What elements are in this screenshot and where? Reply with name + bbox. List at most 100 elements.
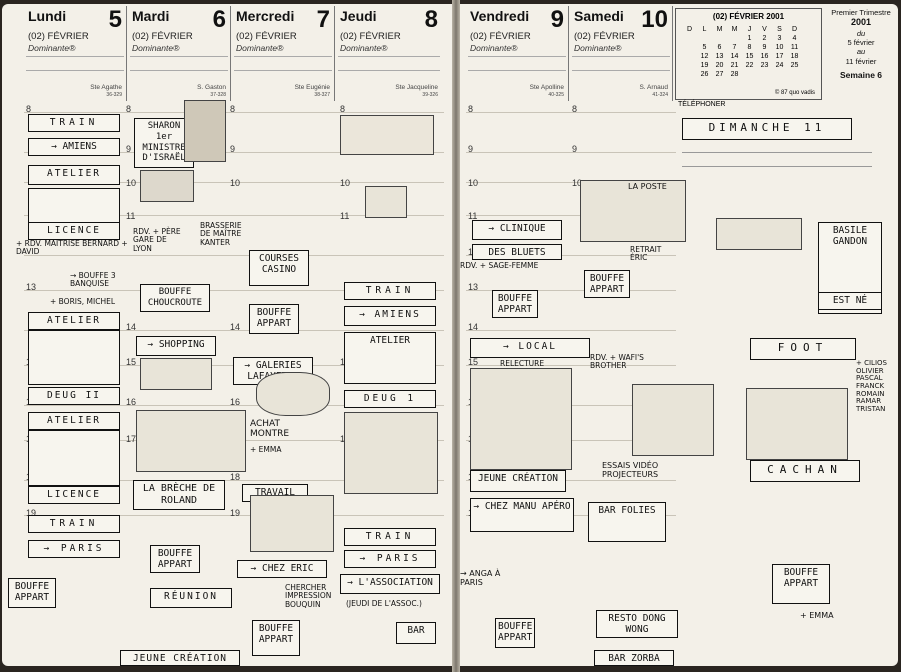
hour-label: 11 xyxy=(468,211,478,221)
sunday-line xyxy=(682,152,872,153)
entry-paris: → PARIS xyxy=(344,550,436,568)
entry-train: TRAIN xyxy=(28,515,120,533)
cal-cell: 25 xyxy=(790,62,799,69)
entry-bouffe: BOUFFE APPART xyxy=(150,545,200,573)
entry-achat-montre: ACHAT MONTRE xyxy=(250,419,290,439)
entry-bar: BAR xyxy=(396,622,436,644)
cal-cell: 3 xyxy=(777,35,782,42)
day-dominant: Dominante® xyxy=(340,43,388,53)
from-date: 5 février xyxy=(847,38,875,47)
entry-bouffe: BOUFFE APPART xyxy=(492,290,538,318)
year-label: 2001 xyxy=(850,17,872,28)
typewriter-sketch xyxy=(365,186,407,218)
right-page xyxy=(458,4,898,666)
hour-label: 9 xyxy=(572,144,578,154)
hour-label: 13 xyxy=(26,282,37,292)
cal-header: D xyxy=(686,26,693,33)
cal-cell: 23 xyxy=(760,62,769,69)
cal-cell: 11 xyxy=(790,44,799,51)
entry-deug: DEUG II xyxy=(28,387,120,405)
note-rdv-sage: RDV. + SAGE-FEMME xyxy=(460,261,539,270)
mini-calendar-footer: © 87 quo vadis xyxy=(774,90,815,96)
cal-cell xyxy=(682,70,697,79)
day-number: 10 xyxy=(641,6,668,33)
watch-sketch xyxy=(256,372,330,416)
trimester-label: Premier Trimestre xyxy=(831,8,891,17)
day-number: 5 xyxy=(108,6,122,33)
day-code: 37-328 xyxy=(210,92,226,98)
hour-label: 16 xyxy=(126,397,137,407)
cal-cell: 26 xyxy=(700,71,709,78)
cal-cell: 28 xyxy=(730,71,739,78)
hour-line xyxy=(24,405,444,406)
entry-bluets: DES BLUETS xyxy=(472,244,562,260)
teapot-sketch xyxy=(716,218,802,250)
cal-header: J xyxy=(747,26,752,33)
cal-header: M xyxy=(731,26,738,33)
entry-atelier-block xyxy=(28,330,120,385)
entry-bouffe: BOUFFE APPART xyxy=(772,564,830,604)
sunday-title: DIMANCHE 11 xyxy=(682,118,852,140)
day-name: Mardi xyxy=(132,8,170,24)
entry-est-ne: EST NÉ xyxy=(818,292,882,310)
cal-cell: 24 xyxy=(775,62,784,69)
saint-of-day: Ste Apolline xyxy=(529,84,564,91)
hour-line xyxy=(466,480,676,481)
day-month: (02) FÉVRIER xyxy=(340,31,401,42)
hour-line xyxy=(466,365,676,366)
cal-cell: 27 xyxy=(715,71,724,78)
day-number: 8 xyxy=(424,6,438,33)
day-name: Vendredi xyxy=(470,8,530,24)
divider xyxy=(130,70,228,71)
entry-resto: RESTO DONG WONG xyxy=(596,610,678,638)
cal-cell: 17 xyxy=(775,53,784,60)
cal-cell: 2 xyxy=(762,35,767,42)
hour-label: 10 xyxy=(126,178,137,188)
day-header-saturday: Samedi 10 (02) FÉVRIER Dominante® S. Arn… xyxy=(570,6,673,101)
day-name: Samedi xyxy=(574,8,624,24)
divider xyxy=(338,70,440,71)
hour-line xyxy=(466,182,676,183)
divider xyxy=(338,56,440,57)
cal-cell: 21 xyxy=(730,62,739,69)
entry-train: TRAIN xyxy=(344,528,436,546)
note-bouffe-banquise: → BOUFFE 3 BANQUISE xyxy=(70,271,116,289)
day-month: (02) FÉVRIER xyxy=(574,31,635,42)
entry-amiens: → AMIENS xyxy=(28,138,120,156)
cal-cell: 10 xyxy=(775,44,784,51)
hour-label: 9 xyxy=(230,144,236,154)
hour-label: 14 xyxy=(468,322,479,332)
hour-line xyxy=(24,290,444,291)
hour-label: 10 xyxy=(572,178,583,188)
cal-cell xyxy=(682,61,697,70)
hour-label: 16 xyxy=(230,397,241,407)
cal-cell: 8 xyxy=(747,44,752,51)
hour-label: 9 xyxy=(126,144,132,154)
entry-bar-folies: BAR FOLIES xyxy=(588,502,666,542)
cal-header: V xyxy=(762,26,767,33)
entry-bouffe: BOUFFE APPART xyxy=(8,578,56,608)
cal-cell xyxy=(712,34,727,43)
divider xyxy=(234,56,332,57)
entry-train: TRAIN xyxy=(28,114,120,132)
hour-line xyxy=(24,255,444,256)
entry-jeune-creation: JEUNE CRÉATION xyxy=(470,470,566,492)
cal-cell xyxy=(682,43,697,52)
note-emma: + EMMA xyxy=(250,445,282,454)
cal-cell xyxy=(727,34,742,43)
cal-cell: 16 xyxy=(760,53,769,60)
hour-label: 8 xyxy=(572,104,578,114)
hour-label: 14 xyxy=(126,322,137,332)
sunday-line xyxy=(682,166,872,167)
entry-licence: LICENCE xyxy=(28,222,120,240)
day-month: (02) FÉVRIER xyxy=(470,31,531,42)
entry-cachan: CACHAN xyxy=(750,460,860,482)
note-brasserie: BRASSERIE DE MAÎTRE KANTER xyxy=(200,221,242,247)
saint-of-day: Ste Jacqueline xyxy=(395,84,438,91)
note-rdv-pere: RDV. + PÈRE GARE DE LYON xyxy=(133,227,181,253)
eraser-mark xyxy=(340,115,434,155)
day-header-friday: Vendredi 9 (02) FÉVRIER Dominante® Ste A… xyxy=(466,6,569,101)
hour-label: 15 xyxy=(468,357,479,367)
entry-bouffe-choucroute: BOUFFE CHOUCROUTE xyxy=(140,284,210,312)
